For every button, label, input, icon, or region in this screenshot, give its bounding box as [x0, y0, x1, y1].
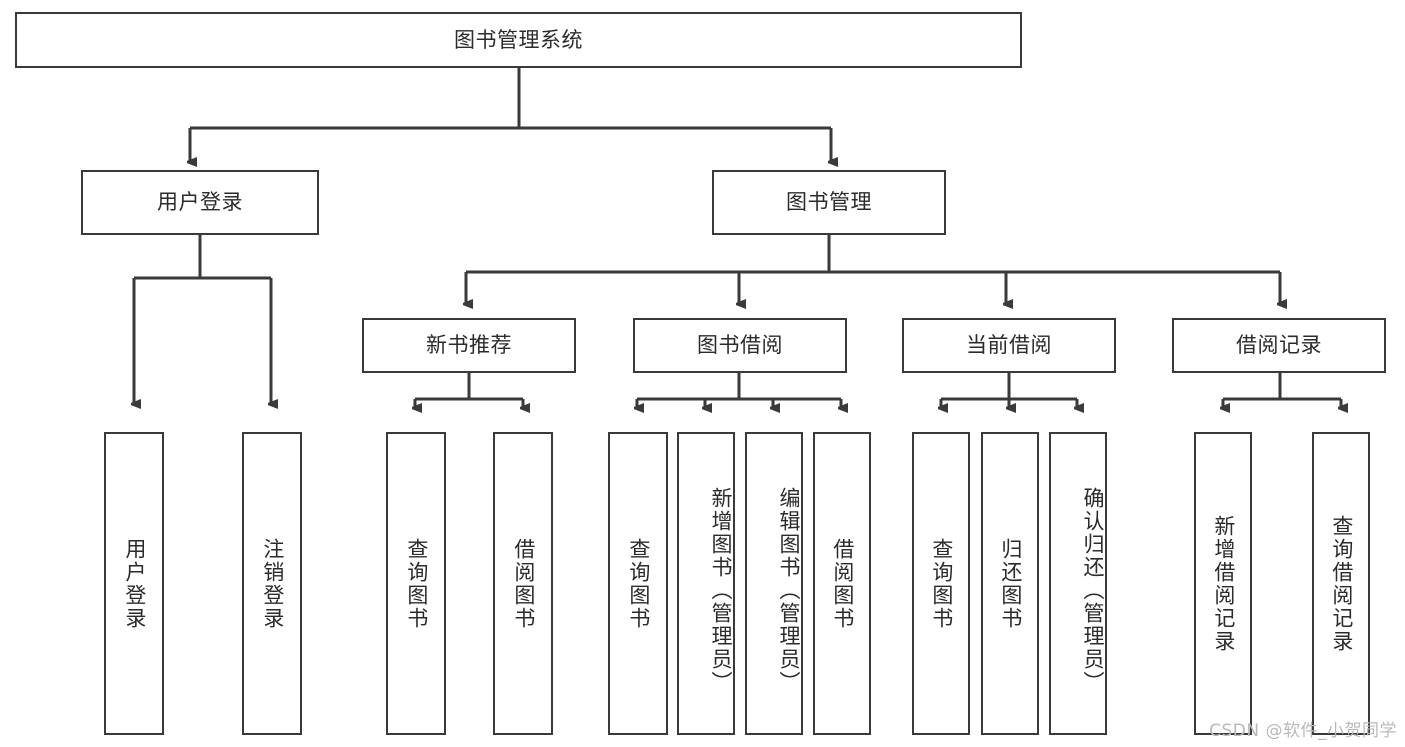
node-book-management[interactable]: 图书管理 [712, 170, 946, 235]
node-label: 查询借阅记录 [1329, 514, 1354, 653]
leaf-cb-confirm-return-admin[interactable]: 确认归还（管理员） [1049, 432, 1107, 735]
node-label: 借阅图书 [511, 537, 536, 630]
node-label: 当前借阅 [966, 333, 1052, 358]
node-label: 查询图书 [404, 537, 429, 630]
leaf-cb-return-book[interactable]: 归还图书 [981, 432, 1039, 735]
node-label: 注销登录 [260, 537, 285, 630]
node-label: 新增图书（管理员） [709, 487, 733, 694]
node-label: 确认归还（管理员） [1081, 487, 1105, 694]
node-label: 用户登录 [157, 190, 243, 215]
node-label: 新书推荐 [426, 333, 512, 358]
node-book-borrow[interactable]: 图书借阅 [633, 318, 847, 373]
leaf-bb-borrow-book[interactable]: 借阅图书 [813, 432, 871, 735]
node-borrow-records[interactable]: 借阅记录 [1172, 318, 1386, 373]
leaf-nb-query-book[interactable]: 查询图书 [386, 432, 446, 735]
node-label: 查询图书 [626, 537, 651, 630]
node-label: 图书管理 [786, 190, 872, 215]
node-current-borrow[interactable]: 当前借阅 [902, 318, 1116, 373]
leaf-br-query-record[interactable]: 查询借阅记录 [1312, 432, 1370, 735]
leaf-br-add-record[interactable]: 新增借阅记录 [1194, 432, 1252, 735]
node-label: 借阅记录 [1236, 333, 1322, 358]
csdn-watermark: CSDN @软件_小贺同学 [1209, 721, 1397, 741]
node-label: 归还图书 [998, 537, 1023, 630]
node-label: 图书借阅 [697, 333, 783, 358]
leaf-cb-query-book[interactable]: 查询图书 [912, 432, 970, 735]
node-user-login[interactable]: 用户登录 [81, 170, 319, 235]
leaf-bb-add-book-admin[interactable]: 新增图书（管理员） [677, 432, 735, 735]
node-label: 借阅图书 [830, 537, 855, 630]
node-label: 用户登录 [122, 537, 147, 630]
node-new-book-recommend[interactable]: 新书推荐 [362, 318, 576, 373]
leaf-user-login[interactable]: 用户登录 [104, 432, 164, 735]
leaf-nb-borrow-book[interactable]: 借阅图书 [493, 432, 553, 735]
leaf-bb-edit-book-admin[interactable]: 编辑图书（管理员） [745, 432, 803, 735]
leaf-bb-query-book[interactable]: 查询图书 [608, 432, 668, 735]
node-label: 图书管理系统 [454, 27, 583, 52]
node-label: 新增借阅记录 [1211, 514, 1236, 653]
node-label: 查询图书 [929, 537, 954, 630]
node-root-system[interactable]: 图书管理系统 [15, 12, 1022, 68]
leaf-logout[interactable]: 注销登录 [242, 432, 302, 735]
node-label: 编辑图书（管理员） [777, 487, 801, 694]
